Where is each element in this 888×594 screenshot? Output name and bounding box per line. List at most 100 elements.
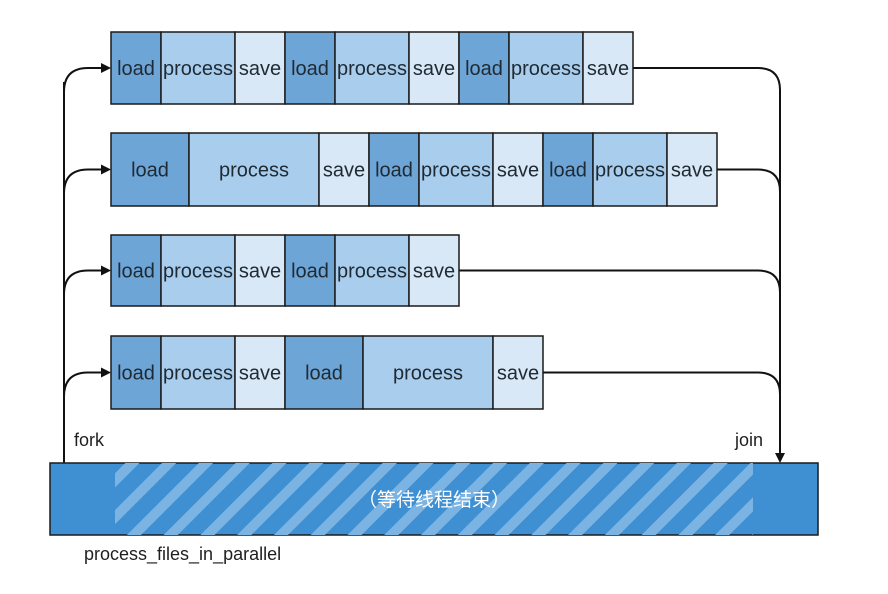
- process-segment-box: [334, 234, 410, 307]
- load-segment-label: load: [375, 160, 413, 182]
- save-segment: save: [234, 335, 286, 410]
- save-segment-label: save: [413, 58, 455, 80]
- load-segment: load: [368, 132, 420, 207]
- load-segment-box: [368, 132, 420, 207]
- join-label: join: [734, 430, 763, 450]
- load-segment-label: load: [305, 363, 343, 385]
- save-segment: save: [408, 234, 460, 307]
- load-segment-label: load: [117, 261, 155, 283]
- load-segment-box: [110, 132, 190, 207]
- process-segment-label: process: [595, 160, 665, 182]
- join-line-2: [717, 168, 781, 210]
- process-segment: process: [160, 234, 236, 307]
- save-segment-label: save: [239, 261, 281, 283]
- load-segment: load: [284, 335, 364, 410]
- process-segment: process: [188, 132, 320, 207]
- load-segment: load: [284, 31, 336, 105]
- save-segment: save: [666, 132, 718, 207]
- save-segment: save: [408, 31, 460, 105]
- load-segment-label: load: [465, 58, 503, 80]
- process-segment-label: process: [337, 261, 407, 283]
- save-segment-box: [666, 132, 718, 207]
- process-segment: process: [334, 234, 410, 307]
- save-segment: save: [492, 335, 544, 410]
- process-segment: process: [362, 335, 494, 410]
- thread-row-2: load process save load process save load proces…: [110, 132, 718, 207]
- main-thread-bar: （等待线程结束）: [49, 462, 819, 536]
- thread-row-4: load process save load process save: [110, 335, 544, 410]
- fork-label: fork: [74, 430, 105, 450]
- process-segment-box: [334, 31, 410, 105]
- load-segment-box: [110, 234, 162, 307]
- save-segment-box: [492, 132, 544, 207]
- join-line-1: [633, 67, 785, 463]
- load-segment-box: [542, 132, 594, 207]
- thread-row-3: load process save load process save: [110, 234, 460, 307]
- process-segment: process: [508, 31, 584, 105]
- save-segment: save: [234, 31, 286, 105]
- load-segment-label: load: [291, 261, 329, 283]
- load-segment: load: [284, 234, 336, 307]
- main-bar-text: （等待线程结束）: [358, 489, 510, 511]
- save-segment-box: [408, 234, 460, 307]
- process-segment-label: process: [511, 58, 581, 80]
- fork-arrow-4: [63, 367, 111, 397]
- load-segment-box: [284, 335, 364, 410]
- save-segment: save: [234, 234, 286, 307]
- save-segment-label: save: [239, 363, 281, 385]
- process-segment-label: process: [393, 363, 463, 385]
- process-segment: process: [418, 132, 494, 207]
- load-segment-label: load: [117, 58, 155, 80]
- load-segment-box: [110, 335, 162, 410]
- process-segment-label: process: [163, 363, 233, 385]
- main-bar-hatch: [115, 463, 753, 535]
- fork-arrow-1: [63, 63, 111, 93]
- process-segment-label: process: [421, 160, 491, 182]
- process-segment-label: process: [163, 58, 233, 80]
- load-segment: load: [110, 335, 162, 410]
- load-segment-label: load: [291, 58, 329, 80]
- thread-connectors: [63, 63, 785, 463]
- save-segment-label: save: [497, 363, 539, 385]
- process-segment-box: [592, 132, 668, 207]
- load-segment: load: [458, 31, 510, 105]
- load-segment: load: [110, 31, 162, 105]
- save-segment-label: save: [239, 58, 281, 80]
- join-line-4: [543, 371, 781, 413]
- process-segment-box: [188, 132, 320, 207]
- join-line-3: [459, 269, 781, 311]
- save-segment-label: save: [413, 261, 455, 283]
- save-segment-box: [234, 234, 286, 307]
- load-segment-box: [284, 31, 336, 105]
- process-segment: process: [160, 335, 236, 410]
- load-segment: load: [110, 234, 162, 307]
- process-segment-box: [160, 31, 236, 105]
- save-segment-box: [234, 335, 286, 410]
- process-segment-label: process: [337, 58, 407, 80]
- save-segment-box: [492, 335, 544, 410]
- load-segment-label: load: [117, 363, 155, 385]
- save-segment-box: [408, 31, 460, 105]
- save-segment-box: [234, 31, 286, 105]
- save-segment: save: [582, 31, 634, 105]
- load-segment: load: [110, 132, 190, 207]
- load-segment-label: load: [549, 160, 587, 182]
- process-segment: process: [592, 132, 668, 207]
- load-segment-box: [284, 234, 336, 307]
- process-segment-label: process: [219, 160, 289, 182]
- process-segment-label: process: [163, 261, 233, 283]
- save-segment: save: [492, 132, 544, 207]
- load-segment-label: load: [131, 160, 169, 182]
- load-segment: load: [542, 132, 594, 207]
- fork-arrow-2: [63, 164, 111, 194]
- load-segment-box: [458, 31, 510, 105]
- save-segment-label: save: [323, 160, 365, 182]
- save-segment-label: save: [671, 160, 713, 182]
- save-segment: save: [318, 132, 370, 207]
- save-segment-label: save: [497, 160, 539, 182]
- process-segment-box: [508, 31, 584, 105]
- fork-arrow-3: [63, 265, 111, 295]
- save-segment-box: [582, 31, 634, 105]
